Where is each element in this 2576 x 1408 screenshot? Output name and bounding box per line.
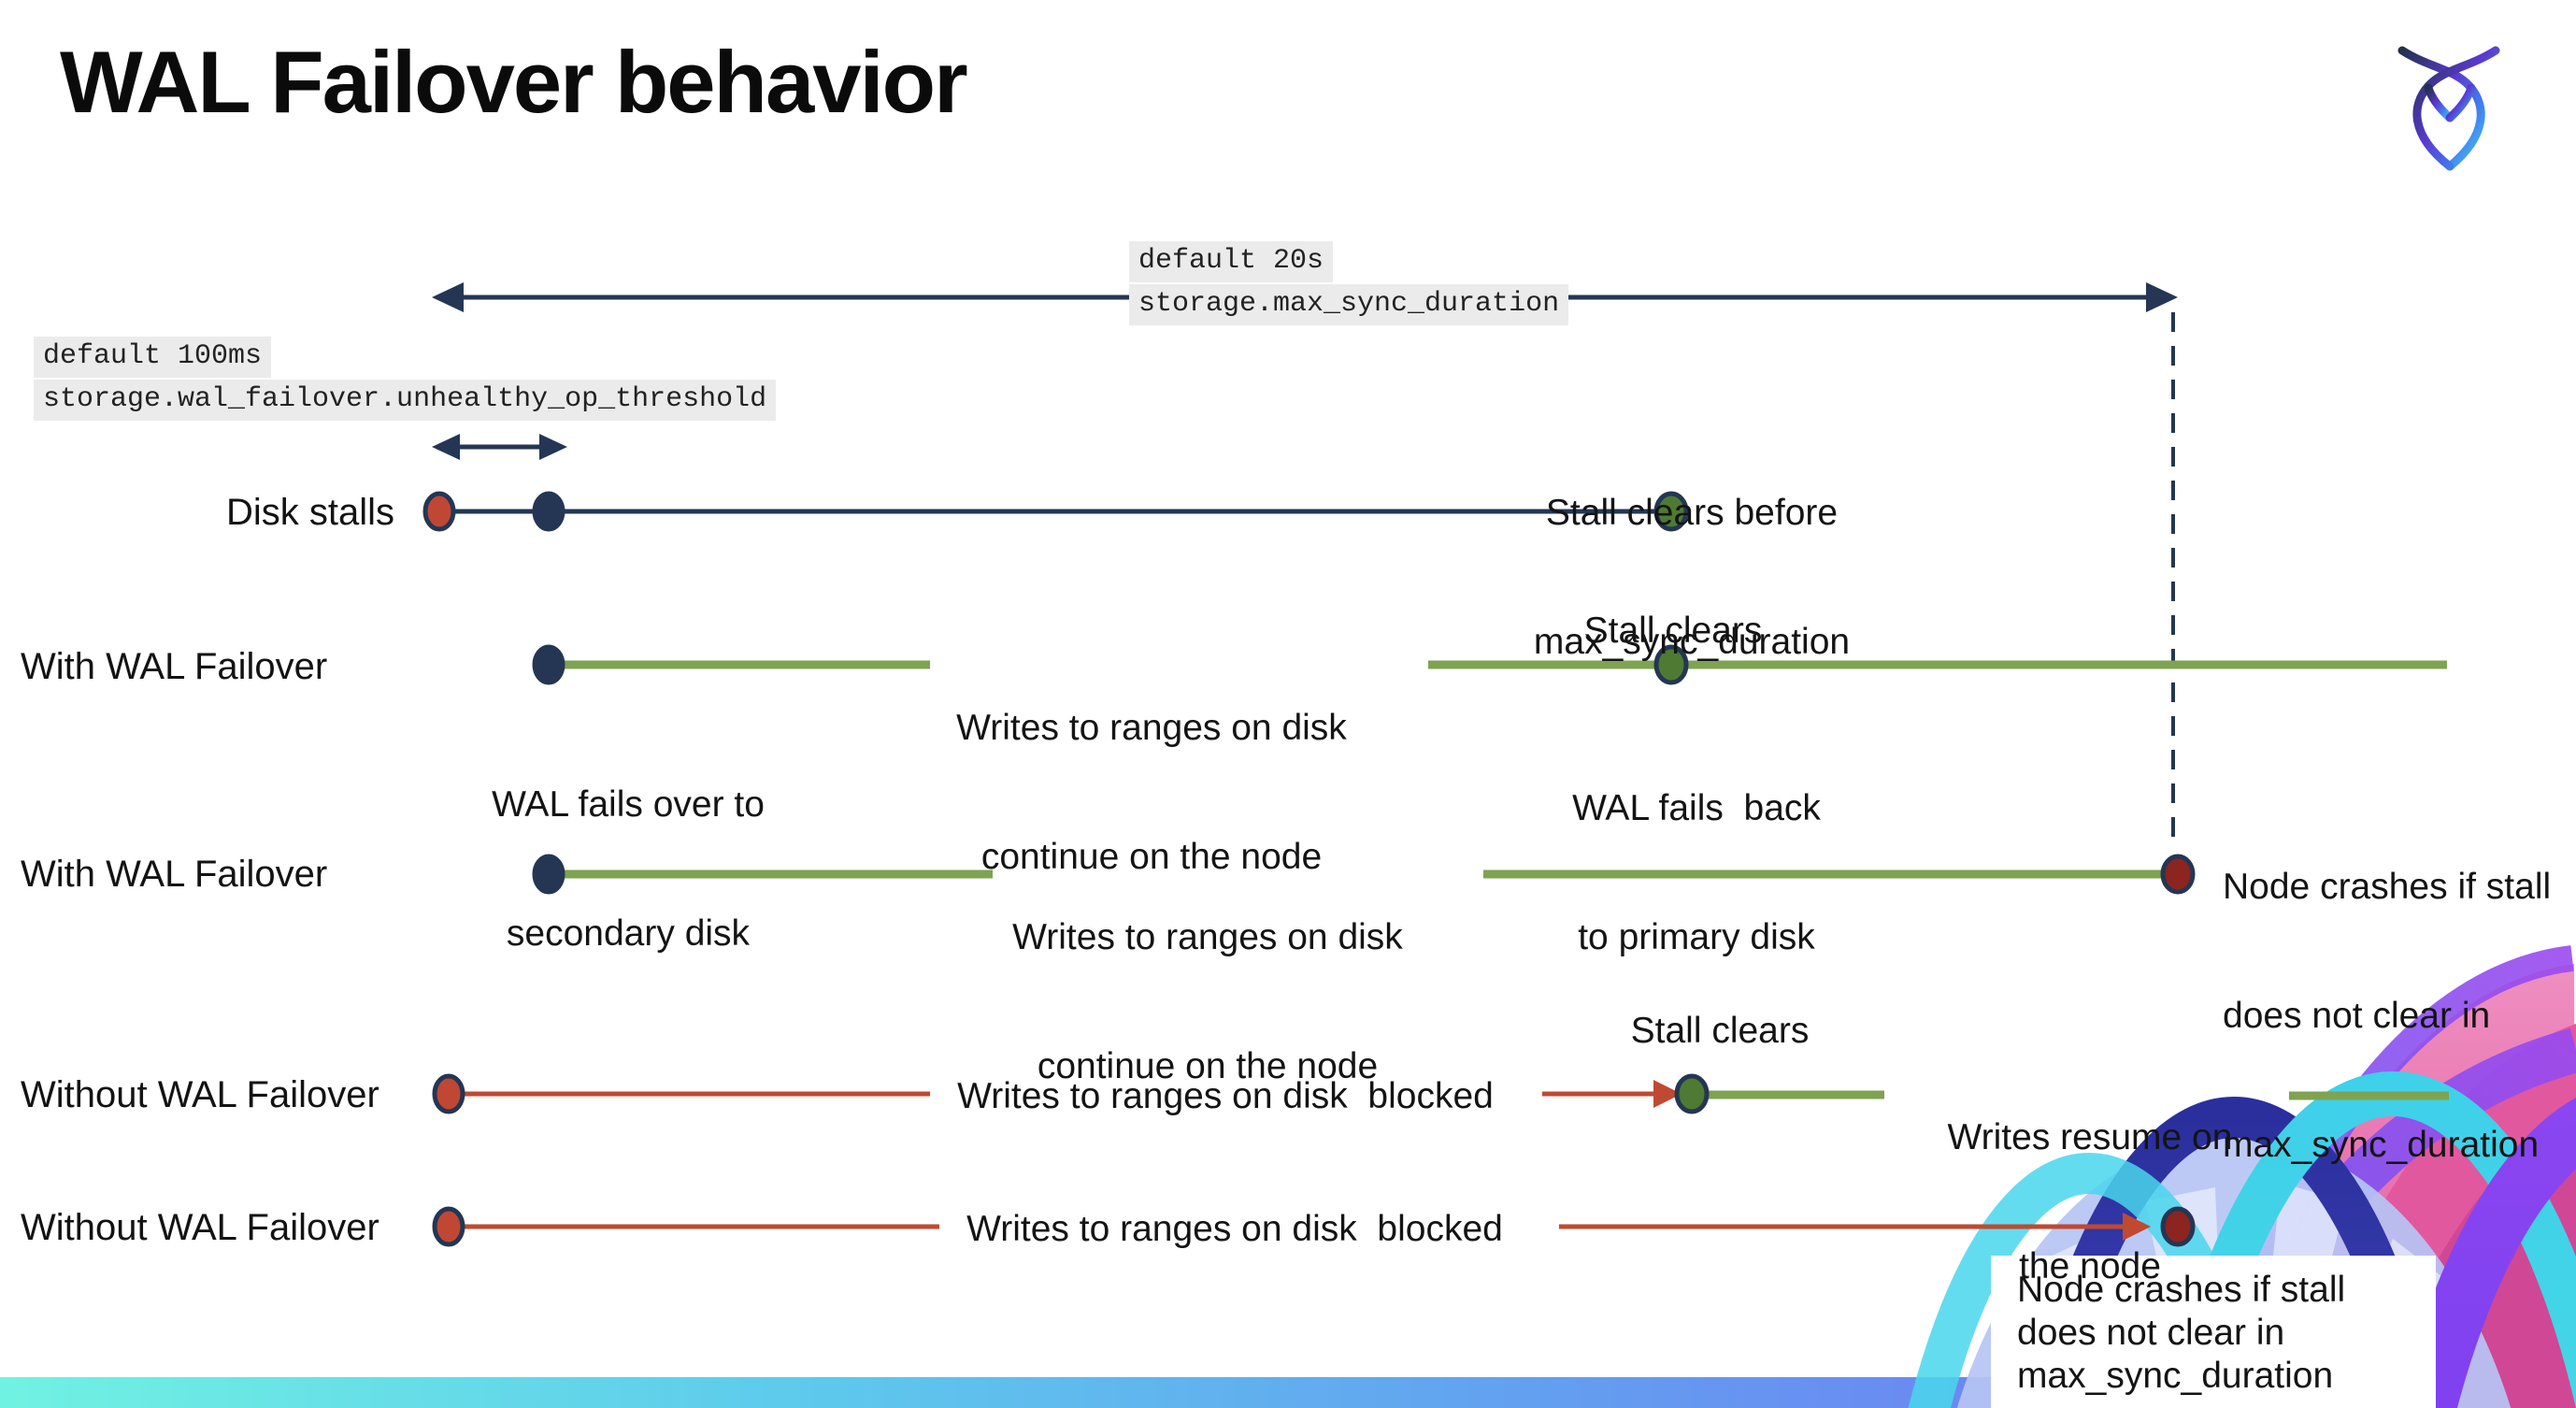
row-label-with-wal-failover-2: With WAL Failover (21, 854, 328, 895)
node-crash-dot (2160, 854, 2196, 895)
annotation-writes-blocked-2: Writes to ranges on disk blocked (966, 1209, 1503, 1249)
annotation-line: Writes resume on (1947, 1117, 2233, 1157)
arrowhead-right (2146, 282, 2178, 312)
row-label-without-wal-failover-2: Without WAL Failover (21, 1207, 379, 1248)
annotation-line: secondary disk (506, 913, 751, 954)
annotation-writes-continue-1: Writes to ranges on disk continue on the… (946, 621, 1357, 965)
annotation-writes-resume: Writes resume on the node (1912, 1030, 2268, 1374)
annotation-line: max_sync_duration (1533, 622, 1851, 662)
disk-stall-dot (432, 1073, 465, 1114)
annotation-line: Node crashes if stall (2223, 867, 2552, 907)
arrowhead-left (432, 434, 460, 460)
annotation-writes-continue-2: Writes to ranges on disk continue on the… (1002, 830, 1413, 1174)
navy-arc (2026, 1097, 2441, 1408)
annotation-line: WAL fails back (1572, 788, 1821, 828)
cockroach-logo-icon (2397, 46, 2500, 171)
setting-name: storage.max_sync_duration (1129, 284, 1569, 325)
failover-dot (532, 854, 565, 895)
setting-default-value: default 100ms (34, 337, 272, 378)
annotation-wal-fails-back: WAL fails back to primary disk (1510, 701, 1883, 1045)
annotation-line: Writes to ranges on disk (1012, 917, 1403, 957)
timeline-row-no-failover-crash (432, 1206, 2196, 1247)
annotation-line: Writes to ranges on disk (956, 708, 1347, 748)
row-label-disk-stalls: Disk stalls (226, 492, 395, 533)
unhealthy-op-threshold-arrow (432, 434, 567, 460)
annotation-line: continue on the node (1037, 1046, 1379, 1086)
annotation-line: the node (2019, 1246, 2161, 1286)
cyan-arc-left (1908, 1153, 2270, 1408)
crash-caption-line: max_sync_duration (2017, 1356, 2334, 1396)
annotation-stall-clears-2: Stall clears (1630, 1011, 1810, 1051)
crash-caption-line: does not clear in (2017, 1313, 2285, 1353)
setting-default-value: default 20s (1129, 241, 1334, 282)
annotation-node-crashes: Node crashes if stall does not clear in … (2223, 780, 2576, 1253)
node-crash-caption-box: Node crashes if stall does not clear in … (1991, 1256, 2436, 1408)
annotation-wal-fails-over: WAL fails over to secondary disk (441, 697, 815, 1042)
arrowhead-left (432, 282, 464, 312)
page-title: WAL Failover behavior (60, 33, 968, 131)
timeline-row-failover-clears (532, 644, 2447, 685)
annotation-line: continue on the node (980, 837, 1323, 877)
threshold-dot (532, 491, 565, 532)
annotation-line: to primary disk (1578, 917, 1815, 957)
annotation-line: WAL fails over to (492, 784, 765, 825)
red-arrowhead (2123, 1213, 2151, 1241)
disk-stall-dot (432, 1206, 465, 1247)
crash-caption-line: Node crashes if stall (2017, 1270, 2346, 1310)
arrowhead-right (539, 434, 567, 460)
stall-clear-dot (1674, 1073, 1710, 1114)
annotation-line: max_sync_duration (2223, 1125, 2540, 1165)
red-arrowhead (1653, 1080, 1682, 1108)
timeline-row-disk-stalls (422, 491, 1689, 532)
stall-clear-dot (1653, 491, 1689, 532)
annotation-stall-clears-1: Stall clears (1583, 611, 1763, 651)
unhealthy-op-threshold-setting-label: default 100ms storage.wal_failover.unhea… (34, 337, 777, 421)
annotation-line: does not clear in (2223, 996, 2491, 1036)
max-sync-duration-setting-label: default 20s storage.max_sync_duration (1129, 241, 1569, 325)
failover-dot (532, 644, 565, 685)
annotation-line: Stall clears before (1545, 493, 1839, 533)
logo-strokes (2397, 46, 2500, 171)
row-label-without-wal-failover-1: Without WAL Failover (21, 1074, 379, 1115)
node-crash-dot (2160, 1206, 2196, 1247)
timeline-row-failover-crash (532, 854, 2196, 895)
annotation-stall-clears-before: Stall clears before max_sync_duration (1505, 406, 1879, 750)
setting-name: storage.wal_failover.unhealthy_op_thresh… (34, 380, 777, 421)
stall-clear-dot (1653, 644, 1689, 685)
row-label-with-wal-failover-1: With WAL Failover (21, 646, 328, 687)
annotation-writes-blocked-1: Writes to ranges on disk blocked (957, 1076, 1494, 1116)
timeline-row-no-failover-clears (432, 1073, 2449, 1114)
disk-stall-dot (422, 491, 456, 532)
